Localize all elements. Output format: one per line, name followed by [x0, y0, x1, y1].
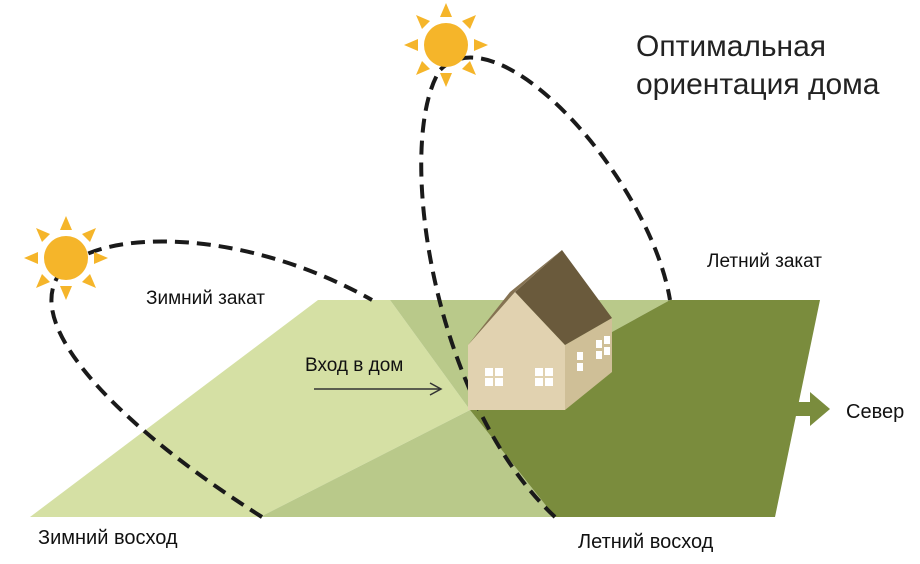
house-icon	[468, 250, 612, 410]
summer-sunset-label: Летний закат	[707, 251, 822, 272]
ground-mid-zone-lower	[260, 410, 555, 517]
title-line-1: Оптимальная	[636, 30, 827, 63]
summer-sun-path	[419, 55, 672, 519]
north-label: Север	[846, 401, 905, 423]
winter-sunrise-label: Зимний восход	[38, 527, 178, 549]
winter-sunset-label: Зимний закат	[146, 288, 266, 309]
winter-sun-path	[49, 239, 373, 519]
title-line-2: ориентация дома	[636, 68, 880, 101]
entrance-label: Вход в дом	[305, 355, 404, 376]
sun-icon	[24, 216, 108, 300]
ground-dark-zone	[470, 300, 820, 517]
ground-light-zone	[30, 300, 470, 517]
summer-sunrise-label: Летний восход	[578, 531, 714, 553]
arrow-right-icon	[790, 392, 830, 426]
entrance-arrow	[314, 382, 443, 396]
sun-icon	[404, 3, 488, 87]
diagram-title: Оптимальная ориентация дома	[636, 28, 880, 104]
ground-plane	[30, 300, 820, 517]
